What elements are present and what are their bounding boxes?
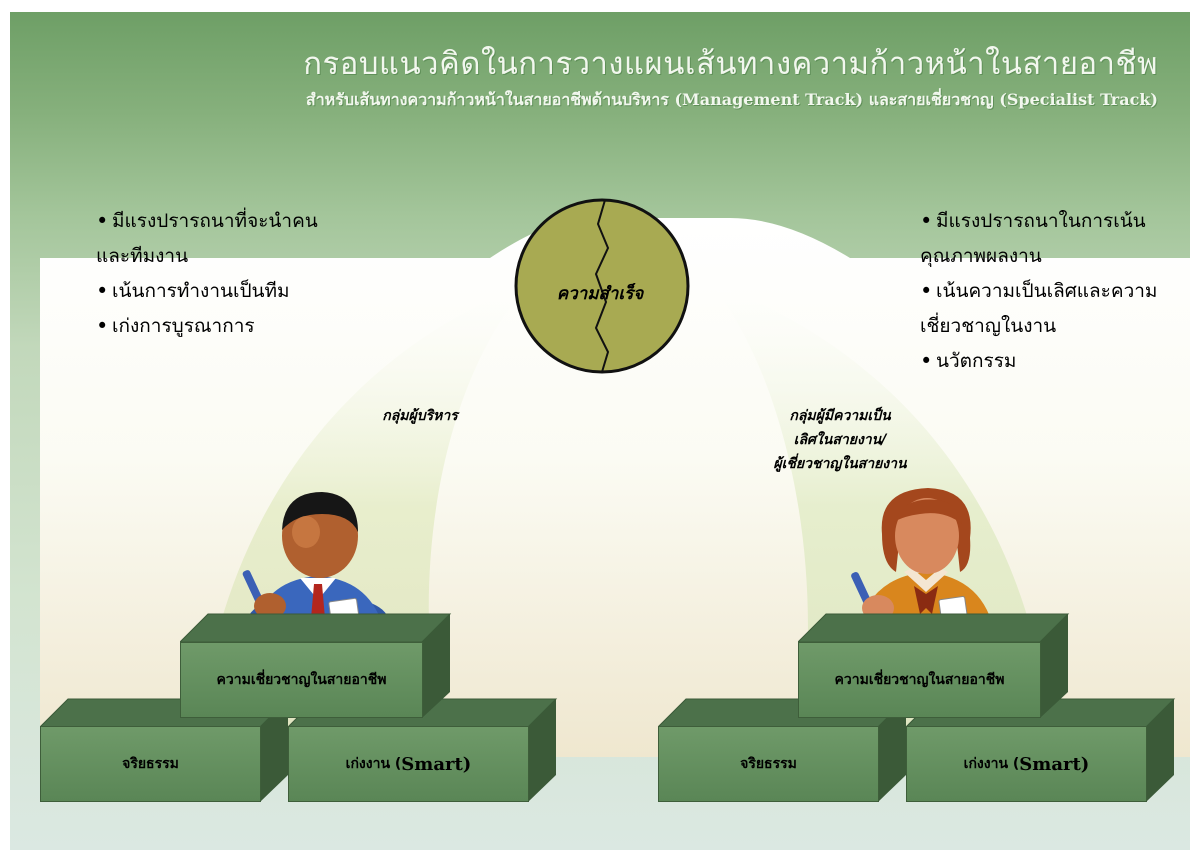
ethics-label: จริยธรรม [658,726,879,802]
slide: กรอบแนวคิดในการวางแผนเส้นทางความก้าวหน้า… [10,12,1190,850]
smart-word: Smart) [401,753,472,775]
trait-item: เชี่ยวชาญในงาน [920,315,1057,337]
trait-item: นวัตกรรม [920,344,1190,379]
specialist-group-line: เลิศในสายงาน/ [793,432,887,448]
management-group-label: กลุ่มผู้บริหาร [382,408,458,424]
businessman-icon [242,492,388,640]
trait-item: เน้นการทำงานเป็นทีม [96,274,396,309]
expertise-label: ความเชี่ยวชาญในสายอาชีพ [180,642,423,718]
smart-prefix: เก่งงาน ( [345,756,402,772]
ethics-label: จริยธรรม [40,726,261,802]
trait-item: คุณภาพผลงาน [920,245,1042,267]
smart-label: เก่งงาน (Smart) [288,726,529,802]
management-traits-list: มีแรงปรารถนาที่จะนำคน และทีมงาน เน้นการท… [96,204,396,344]
trait-item: เน้นความเป็นเลิศและความ [920,274,1190,309]
expertise-label: ความเชี่ยวชาญในสายอาชีพ [798,642,1041,718]
specialist-traits-list: มีแรงปรารถนาในการเน้น คุณภาพผลงาน เน้นคว… [920,204,1190,379]
expertise-box-right: ความเชี่ยวชาญในสายอาชีพ [798,612,1070,718]
success-label: ความสำเร็จ [556,284,644,304]
trait-item: เก่งการบูรณาการ [96,309,396,344]
slide-subtitle: สำหรับเส้นทางความก้าวหน้าในสายอาชีพด้านบ… [305,90,1158,109]
slide-title: กรอบแนวคิดในการวางแผนเส้นทางความก้าวหน้า… [303,46,1158,82]
expertise-box-left: ความเชี่ยวชาญในสายอาชีพ [180,612,452,718]
trait-item: มีแรงปรารถนาในการเน้น [920,204,1190,239]
specialist-group-label: กลุ่มผู้มีความเป็น เลิศในสายงาน/ ผู้เชี่… [735,404,945,476]
smart-label: เก่งงาน (Smart) [906,726,1147,802]
smart-prefix: เก่งงาน ( [963,756,1020,772]
specialist-group-line: กลุ่มผู้มีความเป็น [789,408,891,424]
specialist-group-line: ผู้เชี่ยวชาญในสายงาน [773,456,907,472]
trait-item: มีแรงปรารถนาที่จะนำคน [96,204,396,239]
smart-word: Smart) [1019,753,1090,775]
trait-item: และทีมงาน [96,245,189,267]
